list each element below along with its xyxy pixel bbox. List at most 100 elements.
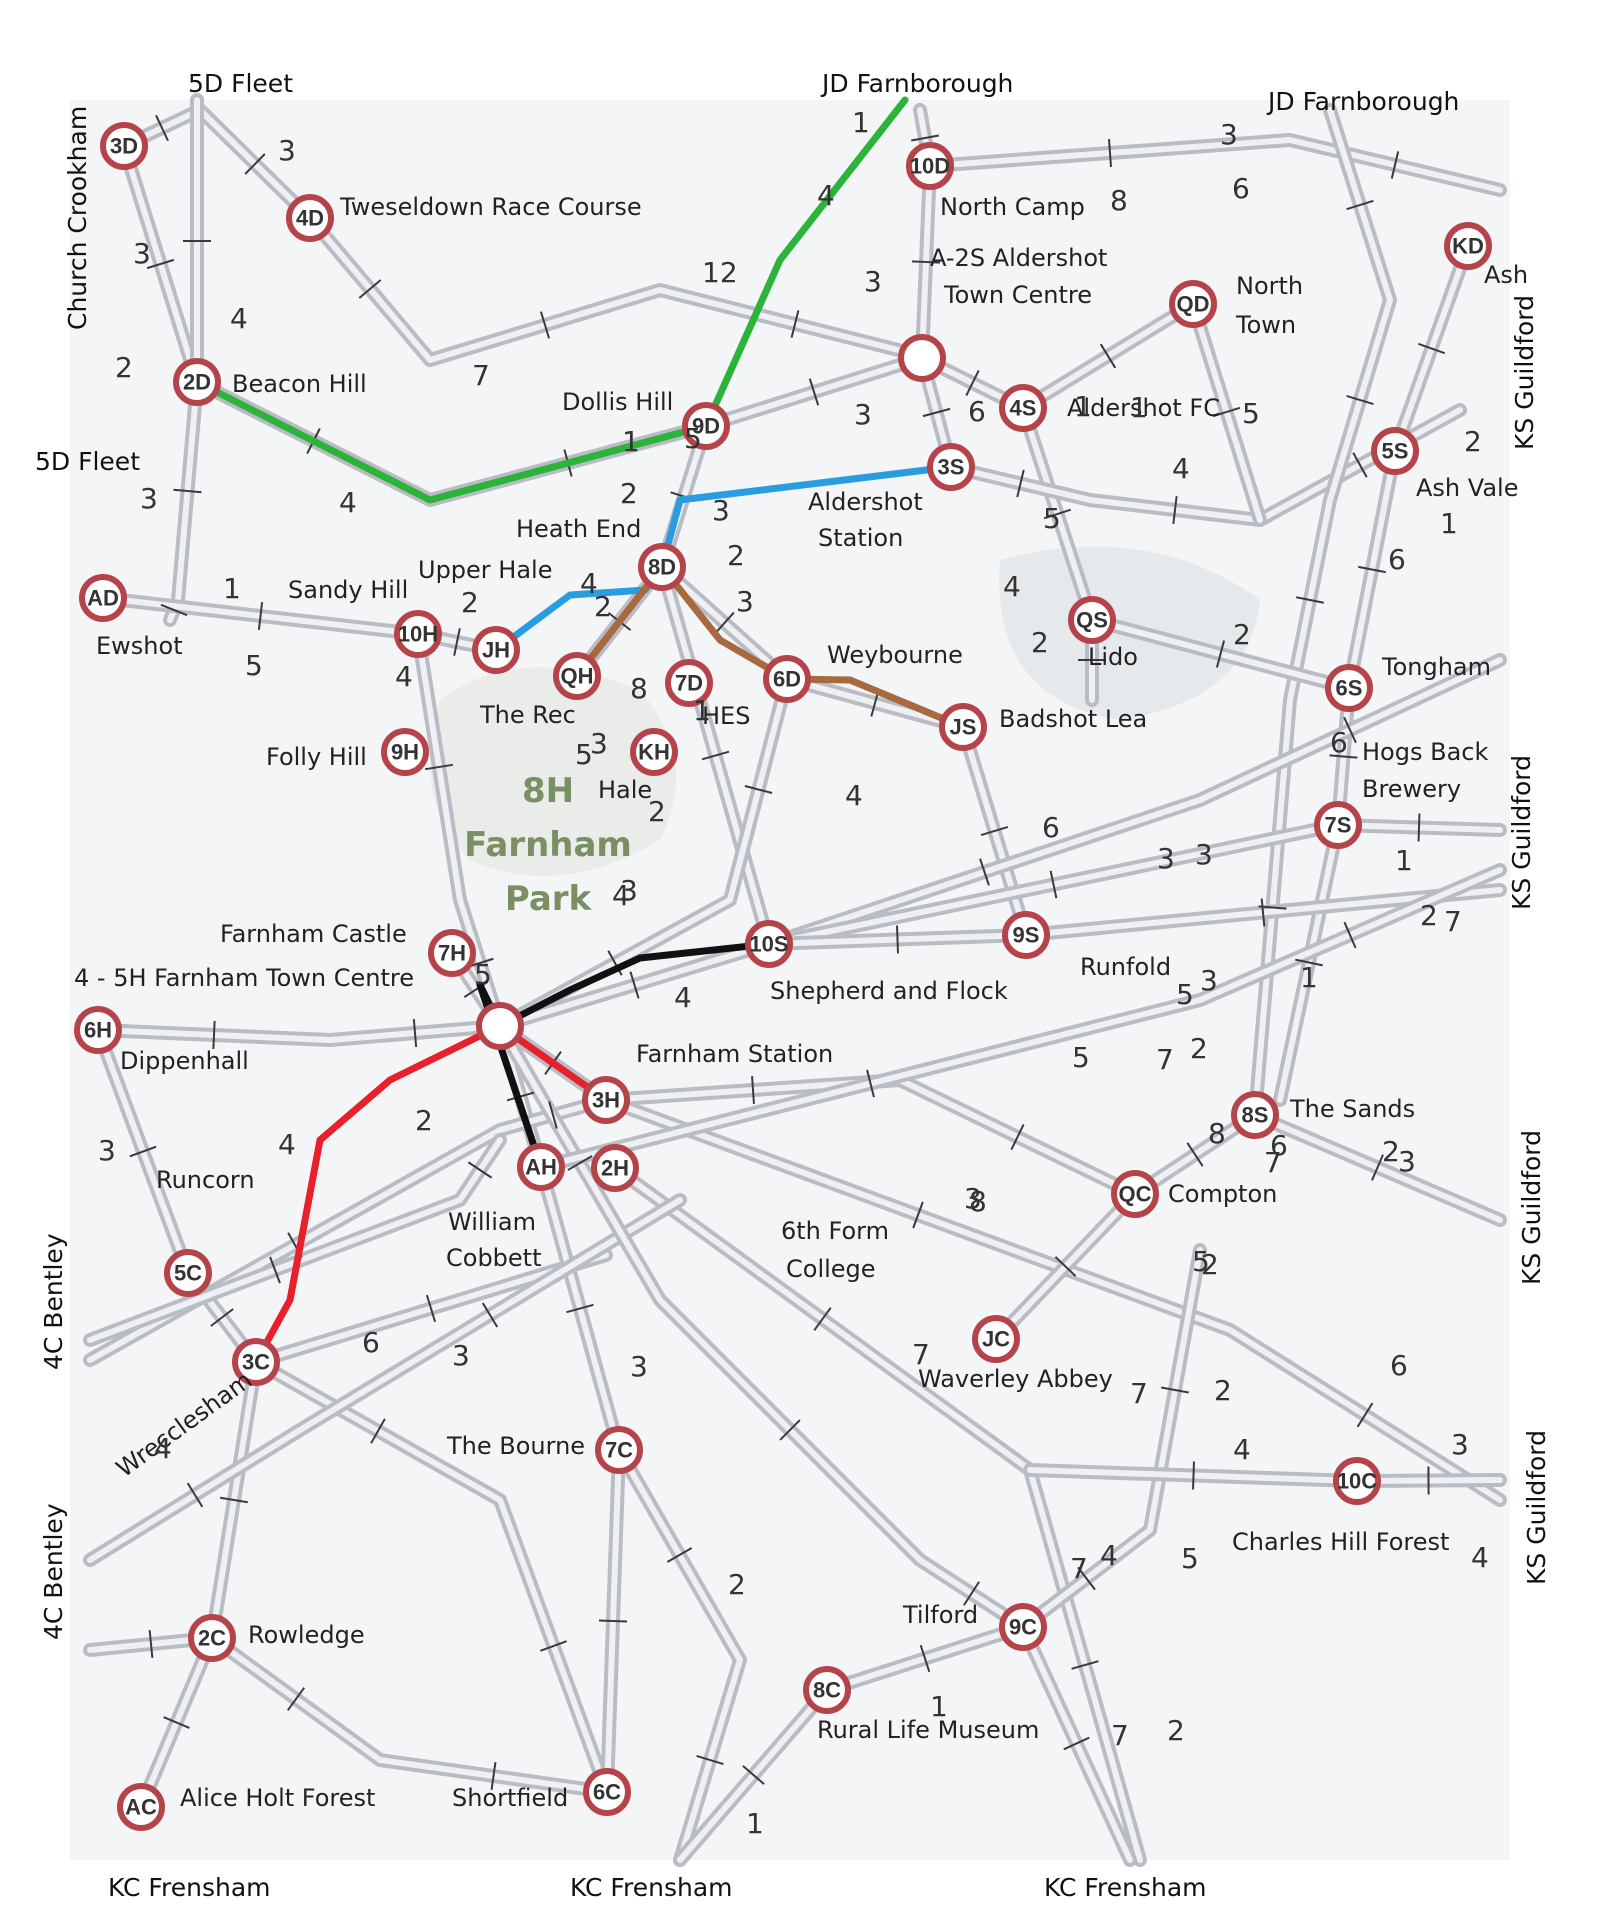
edge-weight-label: 6 bbox=[1388, 543, 1406, 576]
station-qc[interactable]: QC bbox=[1111, 1170, 1159, 1218]
edge-weight-label: 3 bbox=[133, 237, 151, 270]
station-junction-33[interactable] bbox=[476, 1002, 524, 1050]
station-code: 7H bbox=[438, 941, 466, 966]
segment-tick bbox=[163, 1716, 190, 1729]
segment-tick bbox=[790, 310, 800, 338]
station-ring bbox=[286, 194, 334, 242]
edge-weight-label: 4 bbox=[612, 879, 630, 912]
segment-tick bbox=[1343, 921, 1357, 949]
station-ring bbox=[972, 1315, 1020, 1363]
edge-weight-label: 3 bbox=[1200, 964, 1218, 997]
station-5c[interactable]: 5C bbox=[164, 1249, 212, 1297]
segment-tick bbox=[598, 1619, 628, 1623]
road-segment-inner bbox=[87, 1137, 503, 1343]
edge-weight-label: 4 bbox=[580, 567, 598, 600]
station-ring bbox=[1444, 222, 1492, 270]
station-7s[interactable]: 7S bbox=[1314, 801, 1362, 849]
station-5s[interactable]: 5S bbox=[1371, 427, 1419, 475]
station-7d[interactable]: 7D bbox=[665, 659, 713, 707]
station-3c[interactable]: 3C bbox=[232, 1338, 280, 1386]
segment-tick bbox=[186, 1482, 204, 1508]
segment-tick bbox=[1295, 958, 1323, 967]
station-10c[interactable]: 10C bbox=[1333, 1457, 1381, 1505]
edge-weight-label: 2 bbox=[1233, 618, 1251, 651]
edge-weight-label: 6 bbox=[1330, 726, 1348, 759]
station-10d[interactable]: 10D bbox=[906, 142, 954, 190]
place-label: Runfold bbox=[1080, 953, 1171, 981]
exit-label: KS Guildford bbox=[1522, 1430, 1551, 1585]
segment-tick bbox=[963, 1581, 980, 1606]
edge-weight-label: 6 bbox=[362, 1326, 380, 1359]
segment-tick bbox=[1071, 1660, 1099, 1670]
edge-weight-label: 1 bbox=[693, 694, 711, 727]
edge-weight-label: 2 bbox=[1214, 1374, 1232, 1407]
station-junction-16[interactable] bbox=[898, 334, 946, 382]
station-9c[interactable]: 9C bbox=[999, 1603, 1047, 1651]
segment-tick bbox=[1049, 870, 1058, 899]
station-3d[interactable]: 3D bbox=[100, 122, 148, 170]
station-7h[interactable]: 7H bbox=[428, 929, 476, 977]
road-segment-inner bbox=[927, 137, 1503, 193]
station-4d[interactable]: 4D bbox=[286, 194, 334, 242]
station-ring bbox=[394, 610, 442, 658]
station-jc[interactable]: JC bbox=[972, 1315, 1020, 1363]
station-2c[interactable]: 2C bbox=[188, 1614, 236, 1662]
segment-tick bbox=[1043, 508, 1072, 520]
edge-weight-label: 7 bbox=[1070, 1552, 1088, 1585]
station-8c[interactable]: 8C bbox=[803, 1666, 851, 1714]
station-9d[interactable]: 9D bbox=[682, 402, 730, 450]
station-10s[interactable]: 10S bbox=[745, 920, 793, 968]
station-ring bbox=[630, 728, 678, 776]
station-js[interactable]: JS bbox=[939, 703, 987, 751]
station-10h[interactable]: 10H bbox=[394, 610, 442, 658]
station-qs[interactable]: QS bbox=[1068, 596, 1116, 644]
station-code: AC bbox=[125, 1795, 157, 1820]
station-8d[interactable]: 8D bbox=[638, 543, 686, 591]
station-qh[interactable]: QH bbox=[553, 652, 601, 700]
edge-weight-label: 3 bbox=[1398, 1145, 1416, 1178]
station-kh[interactable]: KH bbox=[630, 728, 678, 776]
station-6h[interactable]: 6H bbox=[74, 1006, 122, 1054]
place-label: Weybourne bbox=[827, 641, 963, 669]
edge-weight-label: 4 bbox=[395, 660, 413, 693]
station-qd[interactable]: QD bbox=[1169, 280, 1217, 328]
edge-weight-label: 6 bbox=[968, 395, 986, 428]
station-7c[interactable]: 7C bbox=[595, 1426, 643, 1474]
segment-tick bbox=[286, 1687, 306, 1711]
station-6s[interactable]: 6S bbox=[1325, 664, 1373, 712]
station-ac[interactable]: AC bbox=[117, 1783, 165, 1831]
station-code: 9C bbox=[1009, 1615, 1037, 1640]
station-jh[interactable]: JH bbox=[472, 626, 520, 674]
exit-label: KS Guildford bbox=[1517, 1130, 1546, 1285]
station-ring bbox=[1314, 801, 1362, 849]
station-4s[interactable]: 4S bbox=[999, 384, 1047, 432]
exit-label: KS Guildford bbox=[1510, 295, 1539, 450]
station-code: 8D bbox=[648, 555, 676, 580]
station-6c[interactable]: 6C bbox=[583, 1768, 631, 1816]
edge-weight-label: 2 bbox=[620, 477, 638, 510]
station-code: KD bbox=[1452, 234, 1484, 259]
edge-weight-label: 4 bbox=[230, 302, 248, 335]
segment-tick bbox=[1172, 495, 1178, 525]
station-2h[interactable]: 2H bbox=[591, 1144, 639, 1192]
station-ring bbox=[583, 1768, 631, 1816]
station-ad[interactable]: AD bbox=[79, 574, 127, 622]
station-9s[interactable]: 9S bbox=[1002, 911, 1050, 959]
place-label: Aldershot bbox=[808, 488, 923, 516]
edge-weight-label: 3 bbox=[278, 134, 296, 167]
station-8s[interactable]: 8S bbox=[1231, 1091, 1279, 1139]
station-3s[interactable]: 3S bbox=[927, 443, 975, 491]
station-code: 10S bbox=[749, 932, 788, 957]
station-3h[interactable]: 3H bbox=[582, 1076, 630, 1124]
station-kd[interactable]: KD bbox=[1444, 222, 1492, 270]
segment-tick bbox=[1215, 640, 1226, 668]
station-9h[interactable]: 9H bbox=[381, 728, 429, 776]
edge-weight-label: 5 bbox=[245, 649, 263, 682]
station-code: QS bbox=[1076, 608, 1108, 633]
edge-weight-label: 4 bbox=[674, 981, 692, 1014]
station-6d[interactable]: 6D bbox=[763, 655, 811, 703]
exit-label: 5D Fleet bbox=[188, 69, 293, 98]
edge-weight-label: 3 bbox=[964, 1182, 982, 1215]
station-2d[interactable]: 2D bbox=[173, 358, 221, 406]
station-ah[interactable]: AH bbox=[517, 1143, 565, 1191]
